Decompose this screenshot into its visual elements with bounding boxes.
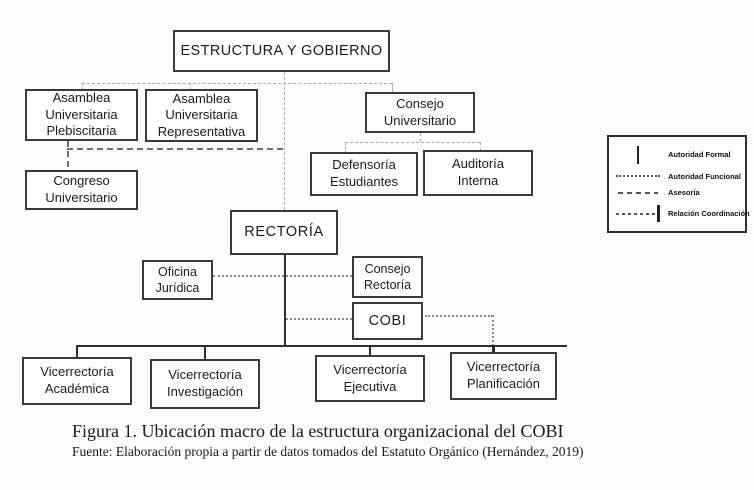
connector-asesoria-congreso-horizontal xyxy=(67,148,286,150)
solid-line-icon xyxy=(613,145,663,164)
figure-caption: Figura 1. Ubicación macro de la estructu… xyxy=(72,421,564,441)
connector-bottom-bus xyxy=(77,345,567,347)
node-rectoria: RECTORÍA xyxy=(230,210,338,255)
node-oficina-juridica: Oficina Jurídica xyxy=(142,260,213,300)
connector-drop-defensoria xyxy=(345,142,346,153)
node-asamblea-plebiscitaria: Asamblea Universitaria Plebiscitaria xyxy=(25,89,138,141)
connector-drop-ejecutiva xyxy=(369,345,371,356)
connector-estructura-rectoria xyxy=(284,72,285,210)
connector-drop-consejo-universitario xyxy=(392,83,393,93)
connector-drop-academica xyxy=(76,345,78,358)
legend-item-autoridad-funcional: Autoridad Funcional xyxy=(613,172,741,181)
node-auditoria-interna: Auditoría Interna xyxy=(423,150,533,196)
connector-cobi-coordinacion-vertical xyxy=(492,315,494,346)
legend-label: Autoridad Funcional xyxy=(668,171,741,181)
legend: Autoridad Formal Autoridad Funcional Ase… xyxy=(607,135,750,233)
connector-asesoria-congreso-vertical xyxy=(67,141,69,171)
legend-item-asesoria: Asesoría xyxy=(613,188,741,197)
connector-oficina-consejo-rectoria xyxy=(213,275,352,277)
legend-label: Autoridad Formal xyxy=(668,150,731,160)
node-vicerrectoria-planificacion: Vicerrectoría Planificación xyxy=(450,352,557,400)
connector-consejo-drop xyxy=(420,133,421,142)
figure-source: Fuente: Elaboración propia a partir de d… xyxy=(72,444,584,459)
node-vicerrectoria-academica: Vicerrectoría Académica xyxy=(22,357,132,405)
node-estructura-y-gobierno: ESTRUCTURA Y GOBIERNO xyxy=(173,30,390,72)
node-consejo-universitario: Consejo Universitario xyxy=(365,92,475,133)
connector-drop-asamblea-plebiscitaria xyxy=(82,83,83,90)
node-vicerrectoria-investigacion: Vicerrectoría Investigación xyxy=(150,359,260,409)
connector-rectoria-cobi xyxy=(286,318,352,320)
legend-label: Asesoría xyxy=(668,188,700,198)
connector-drop-planificacion xyxy=(492,345,495,353)
node-vicerrectoria-ejecutiva: Vicerrectoría Ejecutiva xyxy=(315,355,425,402)
connector-drop-auditoria xyxy=(480,142,481,151)
dashed-line-icon xyxy=(613,191,663,194)
dotted-line-icon xyxy=(613,175,663,178)
node-cobi: COBI xyxy=(352,302,423,340)
connector-rectoria-down xyxy=(284,255,286,347)
connector-top-bus xyxy=(82,83,392,84)
node-congreso-universitario: Congreso Universitario xyxy=(25,170,138,210)
connector-drop-investigacion xyxy=(204,345,206,360)
legend-item-autoridad-formal: Autoridad Formal xyxy=(613,145,741,164)
connector-drop-asamblea-representativa xyxy=(190,83,191,90)
legend-item-relacion-coordinacion: Relación Coordinación xyxy=(613,205,750,223)
connector-consejo-bus xyxy=(345,142,480,143)
connector-cobi-coordinacion-horizontal xyxy=(425,315,493,317)
node-consejo-rectoria: Consejo Rectoría xyxy=(352,256,423,298)
legend-label: Relación Coordinación xyxy=(668,209,750,219)
node-asamblea-representativa: Asamblea Universitaria Representativa xyxy=(145,89,258,142)
node-defensoria-estudiantes: Defensoría Estudiantes xyxy=(310,152,418,196)
dotted-line-thick-bar-icon xyxy=(613,205,663,223)
